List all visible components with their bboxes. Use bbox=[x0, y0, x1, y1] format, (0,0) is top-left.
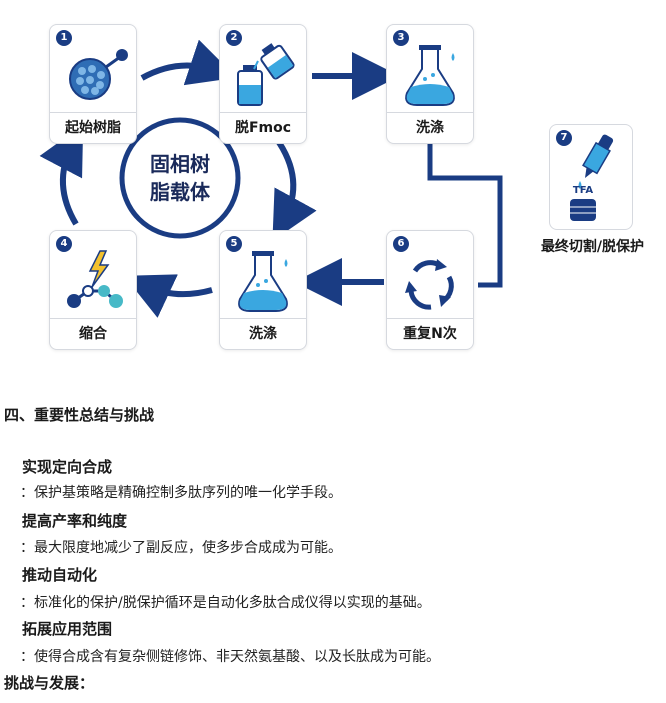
item-desc-4: ：使得合成含有复杂侧链修饰、非天然氨基酸、以及长肽成为可能。 bbox=[20, 649, 440, 665]
step-number-2: 2 bbox=[226, 30, 242, 46]
step-number-4: 4 bbox=[56, 236, 72, 252]
wash-flask-icon bbox=[238, 251, 288, 312]
step-card-6: 6 重复N次 bbox=[386, 230, 474, 350]
resin-bead-icon bbox=[69, 49, 128, 100]
item-desc-3: ：标准化的保护/脱保护循环是自动化多肽合成仪得以实现的基础。 bbox=[20, 595, 431, 611]
step-card-5: 5 洗涤 bbox=[219, 230, 307, 350]
item-desc-1: ：保护基策略是精确控制多肽序列的唯一化学手段。 bbox=[20, 485, 342, 501]
item-title-2: 提高产率和纯度 bbox=[22, 512, 128, 530]
coupling-molecule-icon bbox=[67, 250, 123, 308]
step-number-6: 6 bbox=[393, 236, 409, 252]
arrow-5-4 bbox=[124, 274, 213, 318]
step-number-5: 5 bbox=[226, 236, 242, 252]
arrow-1-2 bbox=[140, 39, 237, 86]
item-title-1: 实现定向合成 bbox=[22, 458, 113, 476]
step-card-3: 3 洗涤 bbox=[386, 24, 474, 144]
spps-cycle-diagram: 1 起始树脂 2 脱Fmoc bbox=[39, 24, 652, 361]
step-number-3: 3 bbox=[393, 30, 409, 46]
center-label: 固相树 脂载体 bbox=[122, 150, 238, 206]
connector-3-6 bbox=[427, 140, 503, 288]
pouring-bottle-icon bbox=[237, 43, 295, 106]
item-title-4: 拓展应用范围 bbox=[22, 620, 113, 638]
step-label-5: 洗涤 bbox=[220, 318, 306, 349]
step-label-1: 起始树脂 bbox=[50, 112, 136, 143]
step-card-4: 4 缩合 bbox=[49, 230, 137, 350]
cycle-arrows bbox=[39, 39, 503, 318]
step-number-7: 7 bbox=[556, 130, 572, 146]
item-title-3: 推动自动化 bbox=[22, 566, 98, 584]
wash-flask-icon bbox=[405, 45, 455, 106]
item-desc-2: ：最大限度地减少了副反应，使多步合成成为可能。 bbox=[20, 540, 342, 556]
step-label-7: 最终切割/脱保护 bbox=[540, 239, 645, 255]
dropper-icon bbox=[570, 134, 614, 221]
center-line-2: 脂载体 bbox=[150, 180, 210, 204]
challenge-title: 挑战与发展： bbox=[4, 674, 95, 692]
arrow-2-5 bbox=[272, 136, 317, 242]
arrow-4-1 bbox=[39, 124, 84, 226]
step-number-1: 1 bbox=[56, 30, 72, 46]
watermark: 豆包AI生成 bbox=[585, 346, 652, 361]
center-ring bbox=[119, 117, 241, 239]
repeat-cycle-icon bbox=[405, 259, 454, 310]
tfa-text: TFA bbox=[572, 185, 594, 196]
section-title: 四、重要性总结与挑战 bbox=[4, 406, 155, 424]
step-card-2: 2 脱Fmoc bbox=[219, 24, 307, 144]
step-card-7: 7 TFA bbox=[549, 124, 633, 230]
step-card-1: 1 起始树脂 bbox=[49, 24, 137, 144]
step-label-2: 脱Fmoc bbox=[220, 112, 306, 143]
step-label-6: 重复N次 bbox=[387, 318, 473, 349]
step-label-4: 缩合 bbox=[50, 318, 136, 349]
step-label-3: 洗涤 bbox=[387, 112, 473, 143]
center-line-1: 固相树 bbox=[150, 152, 210, 176]
